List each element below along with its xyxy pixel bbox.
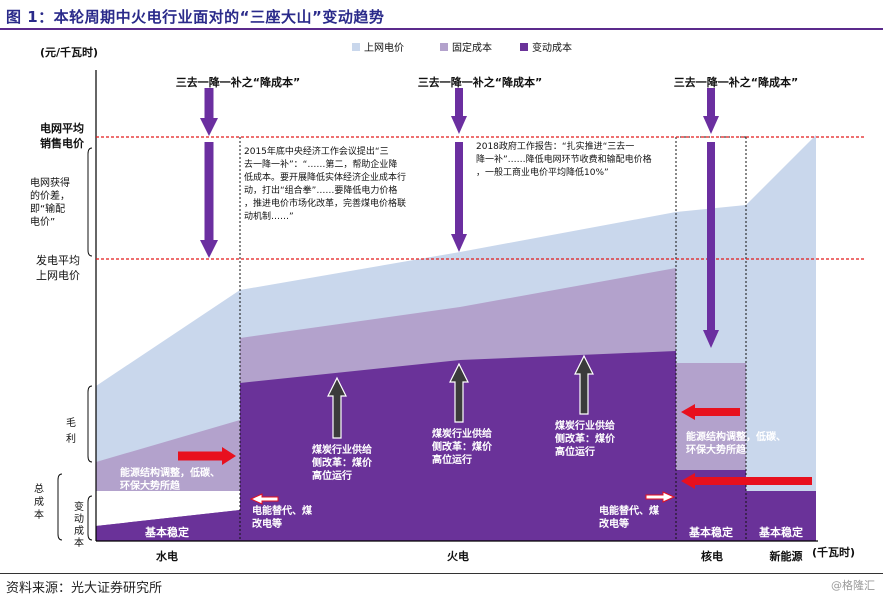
electric-substitution-label: 电能替代、煤 (599, 504, 659, 517)
policy-2018-text: 降一补”……降低电网环节收费和输配电价格 (476, 153, 652, 165)
margin-bracket-label: 利 (66, 433, 76, 445)
policy-arrow-small (451, 88, 467, 134)
variable-cost-bracket-label: 变 (74, 500, 84, 513)
legend-swatch (440, 43, 448, 51)
total-cost-bracket-label: 成 (34, 496, 44, 508)
left-bracket (87, 147, 93, 257)
coal-reform-label: 煤炭行业供给 (432, 427, 492, 440)
coal-reform-label: 高位运行 (432, 453, 472, 466)
policy-arrow-large (703, 142, 719, 348)
left-bracket (57, 473, 63, 541)
legend-label: 变动成本 (532, 41, 572, 54)
policy-2015-text: 动机制……” (244, 210, 294, 222)
coal-reform-arrow (574, 354, 594, 415)
policy-header: 三去一降一补之“降成本” (418, 75, 542, 89)
sales-price-label: 销售电价 (40, 136, 85, 150)
policy-arrow-large (200, 142, 218, 258)
variable-cost-area (96, 351, 816, 541)
electric-substitution-arrow (249, 493, 279, 505)
policy-2018-text: ，一般工商业电价平均降低10%” (476, 166, 609, 178)
spread-bracket-label: 电价” (30, 215, 55, 228)
energy-structure-label: 能源结构调整，低碳、 (120, 466, 220, 479)
policy-2018-text: 2018政府工作报告：“扎实推进“三去一 (476, 140, 634, 152)
energy-structure-arrow (681, 404, 740, 420)
left-bracket (87, 385, 93, 463)
total-cost-bracket-label: 总 (34, 482, 44, 495)
policy-arrow-small (703, 88, 719, 134)
policy-2015-text: 动，打出“组合拳”……要降低电力价格 (244, 184, 397, 196)
variable-cost-bracket-label: 动 (74, 513, 84, 525)
x-unit-label: (千瓦时) (812, 545, 855, 559)
coal-reform-label: 高位运行 (555, 445, 595, 458)
coal-reform-label: 侧改革：煤价 (555, 432, 616, 445)
electric-substitution-label: 电能替代、煤 (252, 504, 312, 517)
policy-arrow-large (451, 142, 467, 252)
variable-cost-bracket-label: 成 (74, 525, 84, 537)
left-bracket (87, 495, 93, 541)
source-rule (0, 573, 883, 574)
watermark: @格隆汇 (831, 579, 875, 592)
energy-structure-label: 能源结构调整，低碳、 (686, 430, 786, 443)
stable-label: 基本稳定 (758, 525, 803, 539)
electric-substitution-arrow (645, 491, 676, 503)
spread-bracket-label: 的价差， (30, 189, 70, 202)
spread-bracket-label: 即“输配 (30, 202, 65, 215)
policy-header: 三去一降一补之“降成本” (674, 75, 798, 89)
category-label: 水电 (156, 549, 178, 563)
coal-reform-label: 煤炭行业供给 (555, 419, 615, 432)
source-note: 资料来源：光大证券研究所 (6, 581, 163, 596)
sales-price-label: 电网平均 (40, 121, 84, 135)
legend-label: 上网电价 (364, 41, 404, 54)
grid-price-label: 发电平均 (36, 253, 80, 267)
category-label: 火电 (447, 549, 469, 563)
coal-reform-arrow (449, 362, 469, 423)
margin-bracket-label: 毛 (66, 417, 76, 429)
policy-2015-text: 2015年底中央经济工作会议提出“三 (244, 145, 389, 157)
y-unit-label: (元/千瓦时) (40, 45, 98, 59)
energy-structure-arrow (178, 447, 236, 465)
energy-structure-arrow (681, 473, 812, 489)
coal-reform-label: 高位运行 (312, 469, 352, 482)
policy-2015-text: ，推进电价市场化改革，完善煤电价格联 (244, 197, 406, 209)
coal-reform-label: 侧改革：煤价 (312, 456, 373, 469)
legend-swatch (352, 43, 360, 51)
coal-reform-arrow (327, 376, 347, 439)
stable-label: 基本稳定 (144, 525, 189, 539)
renewable-variable-area (746, 491, 816, 541)
total-cost-bracket-label: 本 (34, 508, 44, 521)
spread-bracket-label: 电网获得 (30, 176, 70, 189)
hydro-variable-area (96, 510, 240, 541)
title-rule (0, 28, 883, 30)
legend-swatch (520, 43, 528, 51)
renewable-price-area (746, 259, 816, 491)
policy-arrow-small (200, 88, 218, 136)
policy-2015-text: 低成本。要开展降低实体经济企业成本行 (244, 171, 406, 183)
energy-structure-label: 环保大势所趋 (120, 479, 181, 492)
electric-substitution-label: 改电等 (252, 517, 282, 530)
energy-structure-label: 环保大势所趋 (686, 443, 747, 456)
variable-cost-bracket-label: 本 (74, 536, 84, 549)
legend-label: 固定成本 (452, 41, 492, 54)
grid-price-label: 上网电价 (36, 269, 80, 282)
electric-substitution-label: 改电等 (599, 517, 629, 530)
category-label: 新能源 (770, 549, 803, 563)
stable-label: 基本稳定 (688, 525, 733, 539)
policy-2015-text: 去一降一补”：“……第二，帮助企业降 (244, 158, 397, 170)
figure-title: 图 1：本轮周期中火电行业面对的“三座大山”变动趋势 (6, 8, 385, 26)
coal-reform-label: 煤炭行业供给 (312, 443, 372, 456)
category-label: 核电 (701, 549, 723, 563)
policy-header: 三去一降一补之“降成本” (176, 75, 300, 89)
coal-reform-label: 侧改革：煤价 (432, 440, 493, 453)
